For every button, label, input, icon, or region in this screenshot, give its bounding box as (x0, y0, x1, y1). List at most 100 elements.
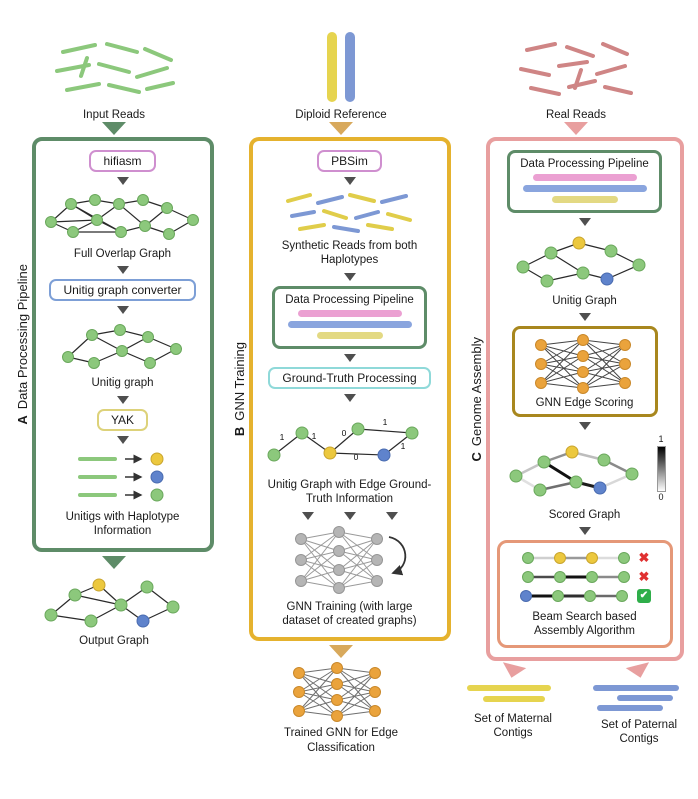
beam-search-box: ✖ ✖ (496, 539, 673, 648)
colorbar-max-label: 1 (658, 433, 664, 444)
edge-label: 1 (400, 441, 405, 451)
scored-graph-row: 1 0 (504, 433, 666, 503)
down-arrow (578, 218, 591, 226)
real-reads-graphic (519, 41, 633, 96)
down-arrow (116, 266, 129, 275)
input-reads-label: Input Reads (82, 108, 145, 121)
panel-a-title: Data Processing Pipeline (14, 263, 30, 410)
down-arrow (116, 306, 129, 315)
edge-label: 1 (311, 431, 316, 441)
output-graph-art (44, 578, 180, 627)
input-reads-graphic (55, 41, 175, 94)
output-graph-label: Output Graph (79, 634, 149, 647)
maternal-output-group: Set of Maternal Contigs (463, 661, 563, 741)
paternal-contigs-graphic (593, 684, 679, 711)
panel-a-exit-arrow (102, 555, 126, 569)
candidate-path-art (521, 551, 630, 564)
multi-arrow-row (301, 511, 398, 520)
accept-icon: ✔ (637, 588, 651, 603)
edge-label: 1 (279, 432, 284, 442)
synthetic-reads-label: Synthetic Reads from both Haplotypes (281, 240, 418, 267)
pbsim-step: PBSim (317, 150, 382, 172)
down-arrow (116, 395, 129, 404)
column-a-header: Input Reads (49, 6, 179, 122)
gnn-edge-scoring-box: GNN Edge Scoring (511, 326, 658, 417)
reject-icon: ✖ (638, 569, 650, 585)
paternal-output-group: Set of Paternal Contigs (589, 661, 689, 747)
gnn-training-panel: PBSim (248, 137, 451, 642)
candidate-path-row: ✖ (520, 569, 650, 585)
synthetic-reads-graphic (285, 193, 412, 233)
real-reads-label: Real Reads (545, 108, 607, 121)
diploid-reference-graphic (326, 31, 355, 102)
scored-graph-art (509, 445, 638, 497)
gnn-training-network-art (294, 525, 406, 594)
column-b-header: Diploid Reference (295, 6, 387, 122)
down-arrow (301, 511, 314, 520)
candidate-path-art (520, 589, 628, 602)
unitig-graph-c-art (516, 236, 645, 288)
gnn-training-label: GNN Training (with large dataset of crea… (282, 600, 417, 627)
pink-bar (532, 174, 637, 181)
ground-truth-graph-art: 1 1 0 1 0 1 (267, 417, 418, 462)
down-arrow (116, 435, 129, 444)
down-arrow (343, 511, 356, 520)
yak-step: YAK (96, 408, 149, 431)
unitig-graph-a-label: Unitig graph (91, 377, 154, 390)
down-arrow (578, 313, 591, 322)
trained-gnn-art (293, 662, 381, 723)
unitig-graph-a-art (61, 324, 182, 370)
panel-b-entry-arrow (329, 122, 353, 135)
genome-assembly-panel: Data Processing Pipeline (485, 137, 684, 661)
paternal-exit-arrow (625, 661, 653, 681)
haplotype-assignment-art (77, 452, 163, 502)
score-colorbar: 1 0 (656, 433, 666, 503)
panel-c-title: Genome Assembly (468, 336, 484, 446)
yellow-bar (551, 196, 618, 203)
edge-label: 1 (382, 417, 387, 427)
full-overlap-graph-art (44, 194, 199, 240)
panel-c-letter: C (468, 451, 484, 462)
edge-label: 0 (341, 428, 346, 438)
panel-c-entry-arrow (564, 122, 588, 135)
scoring-network-art (534, 334, 631, 395)
candidate-path-row: ✔ (518, 588, 651, 604)
down-arrow (578, 526, 591, 535)
maternal-contigs-graphic (467, 684, 551, 702)
down-arrow (578, 421, 591, 430)
panel-b-row: BGNN Training PBSim (232, 137, 451, 642)
down-arrow (385, 511, 398, 520)
blue-bar (522, 185, 647, 192)
column-data-processing: Input Reads AData Processing Pipeline hi… (2, 6, 226, 793)
mini-data-processing-box: Data Processing Pipeline (272, 285, 427, 349)
down-arrow (343, 353, 356, 362)
down-arrow (343, 177, 356, 185)
candidate-path-art (521, 570, 630, 583)
blue-bar (287, 320, 412, 328)
down-arrow (343, 272, 356, 281)
pink-bar (297, 309, 402, 317)
beam-search-label: Beam Search based Assembly Algorithm (532, 610, 637, 638)
column-gnn-training: Diploid Reference BGNN Training PBSim (226, 6, 456, 793)
maternal-exit-arrow (499, 661, 527, 681)
haplotype-label: Unitigs with Haplotype Information (65, 510, 180, 538)
reject-icon: ✖ (638, 550, 650, 566)
column-c-header: Real Reads (511, 6, 641, 122)
panel-a-side-label: AData Processing Pipeline (15, 264, 30, 425)
panel-b-title: GNN Training (231, 342, 247, 421)
hifiasm-step: hifiasm (89, 150, 156, 172)
panel-b-exit-arrow (329, 645, 353, 659)
panel-b-side-label: BGNN Training (232, 342, 247, 436)
paternal-contigs-label: Set of Paternal Contigs (600, 718, 678, 746)
data-processing-panel: hifiasm (31, 137, 214, 552)
scored-graph-label: Scored Graph (548, 508, 621, 521)
training-loop-arrow-icon (388, 535, 406, 575)
gnn-edge-scoring-label: GNN Edge Scoring (535, 397, 634, 410)
diploid-reference-label: Diploid Reference (295, 108, 387, 121)
down-arrow (116, 177, 129, 185)
panel-c-row: C Genome Assembly Data Processing Pipelin… (469, 137, 684, 661)
yellow-bar (316, 331, 383, 339)
mini-data-processing-title: Data Processing Pipeline (520, 158, 649, 170)
ground-truth-step: Ground-Truth Processing (268, 366, 431, 389)
